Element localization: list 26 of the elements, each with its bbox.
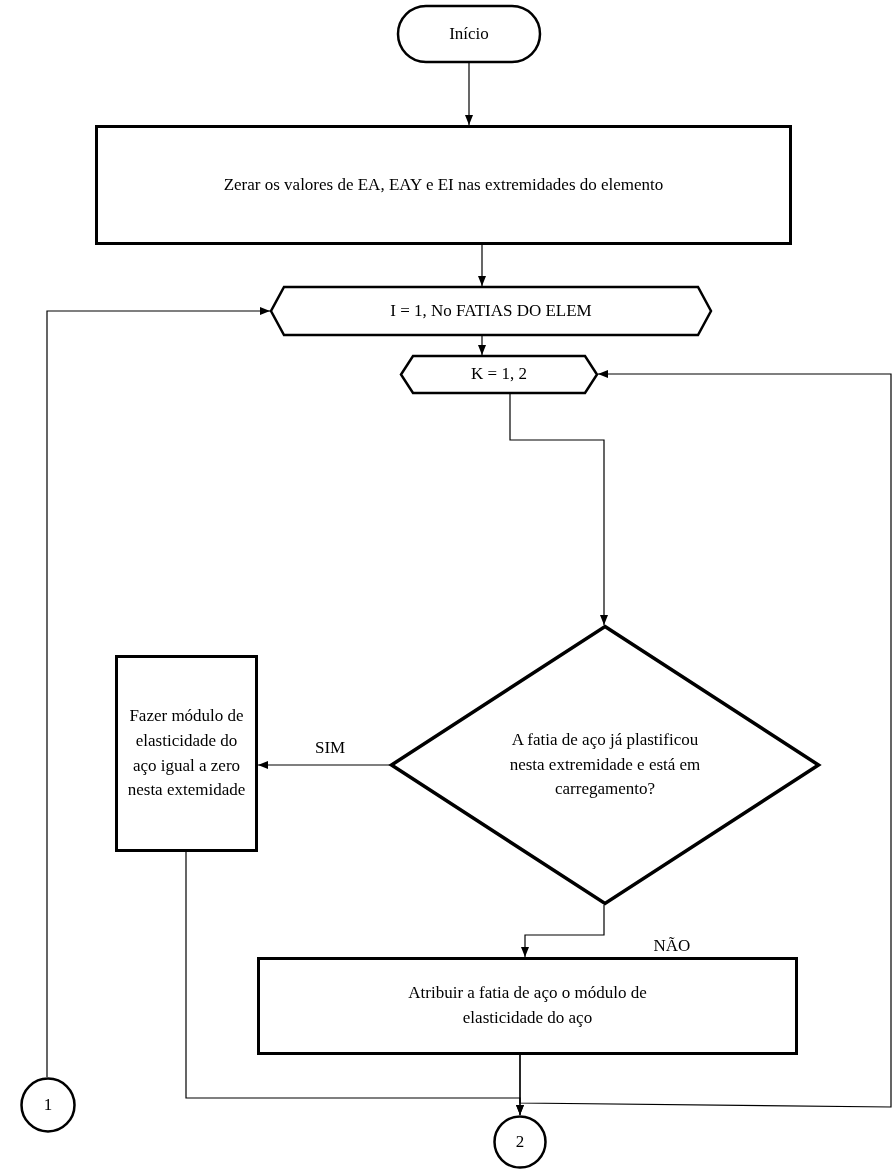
start-terminal bbox=[397, 5, 541, 63]
node-text: A fatia de aço já plastificou nesta extremidade e está em carregamento? bbox=[508, 729, 702, 801]
node-text: 2 bbox=[515, 1130, 525, 1153]
loop-hexagon bbox=[400, 355, 598, 394]
node-text: Fazer módulo de elasticidade do aço igual a zero nesta extemidade bbox=[127, 705, 246, 802]
loop-hexagon bbox=[270, 286, 712, 336]
arrow bbox=[465, 62, 473, 126]
process-box bbox=[257, 957, 798, 1055]
node-text: I = 1, No FATIAS DO ELEM bbox=[390, 299, 592, 322]
node-text: Zerar os valores de EA, EAY e EI nas extremidades do elemento bbox=[223, 173, 664, 196]
decision-diamond bbox=[390, 625, 820, 905]
arrow bbox=[478, 244, 486, 287]
arrow bbox=[257, 761, 391, 769]
arrow bbox=[509, 393, 608, 626]
node-text: Início bbox=[449, 22, 489, 45]
node-text: Atribuir a fatia de aço o módulo de elasticidade do aço bbox=[407, 982, 648, 1029]
connector-circle bbox=[20, 1077, 76, 1133]
node-text: 1 bbox=[43, 1093, 53, 1116]
process-box bbox=[95, 125, 792, 245]
node-text: K = 1, 2 bbox=[471, 363, 527, 386]
arrow bbox=[519, 370, 892, 1108]
arrow bbox=[46, 307, 271, 1078]
connector-circle bbox=[493, 1115, 547, 1169]
arrow bbox=[521, 904, 605, 958]
process-box bbox=[115, 655, 258, 852]
arrow bbox=[478, 335, 486, 356]
